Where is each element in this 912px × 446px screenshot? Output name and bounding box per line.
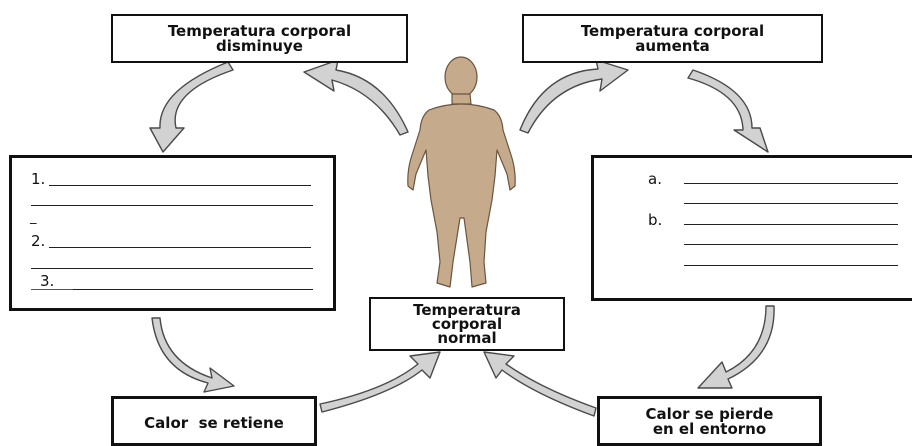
answer-line[interactable] (684, 183, 898, 184)
human-figure-icon (408, 57, 515, 287)
node-heat-retained: Calor se retiene (111, 396, 317, 446)
node-line: disminuye (216, 39, 303, 54)
arrow-figure-to-decrease (304, 60, 408, 135)
answer-line-blue[interactable] (31, 289, 73, 290)
answer-line[interactable] (31, 268, 313, 269)
node-line: en el entorno (653, 422, 766, 437)
node-line: aumenta (635, 39, 710, 54)
arrow-increase-to-list (688, 70, 768, 152)
arrow-decrease-to-list (150, 62, 233, 152)
node-heat-lost: Calor se pierde en el entorno (597, 396, 822, 446)
arrow-list-to-lost (698, 306, 774, 388)
stray-mark: _ (30, 210, 37, 225)
list-item-letter: a. (648, 170, 662, 188)
answer-line[interactable] (49, 185, 311, 186)
answer-box-heat-loss: a. b. (591, 155, 912, 301)
arrow-lost-to-normal (484, 352, 596, 416)
answer-line[interactable] (684, 244, 898, 245)
answer-line[interactable] (73, 289, 313, 290)
answer-line[interactable] (684, 265, 898, 266)
answer-line[interactable] (684, 203, 898, 204)
arrow-retained-to-normal (320, 352, 440, 412)
list-item-number: 3. (40, 272, 54, 290)
answer-box-heat-conservation: 1. _ 2. 3. (9, 155, 336, 311)
arrow-list-to-retained (152, 318, 234, 392)
list-item-number: 1. (31, 170, 45, 188)
arrow-figure-to-increase (520, 60, 628, 133)
node-line: normal (437, 331, 496, 345)
node-normal-temperature: Temperatura corporal normal (369, 297, 565, 351)
node-line: Calor se retiene (144, 416, 284, 431)
list-item-letter: b. (648, 211, 662, 229)
node-temperature-decreases: Temperatura corporal disminuye (111, 14, 408, 63)
answer-line[interactable] (684, 224, 898, 225)
answer-line[interactable] (49, 247, 311, 248)
list-item-number: 2. (31, 232, 45, 250)
answer-line[interactable] (31, 205, 313, 206)
node-temperature-increases: Temperatura corporal aumenta (522, 14, 823, 63)
